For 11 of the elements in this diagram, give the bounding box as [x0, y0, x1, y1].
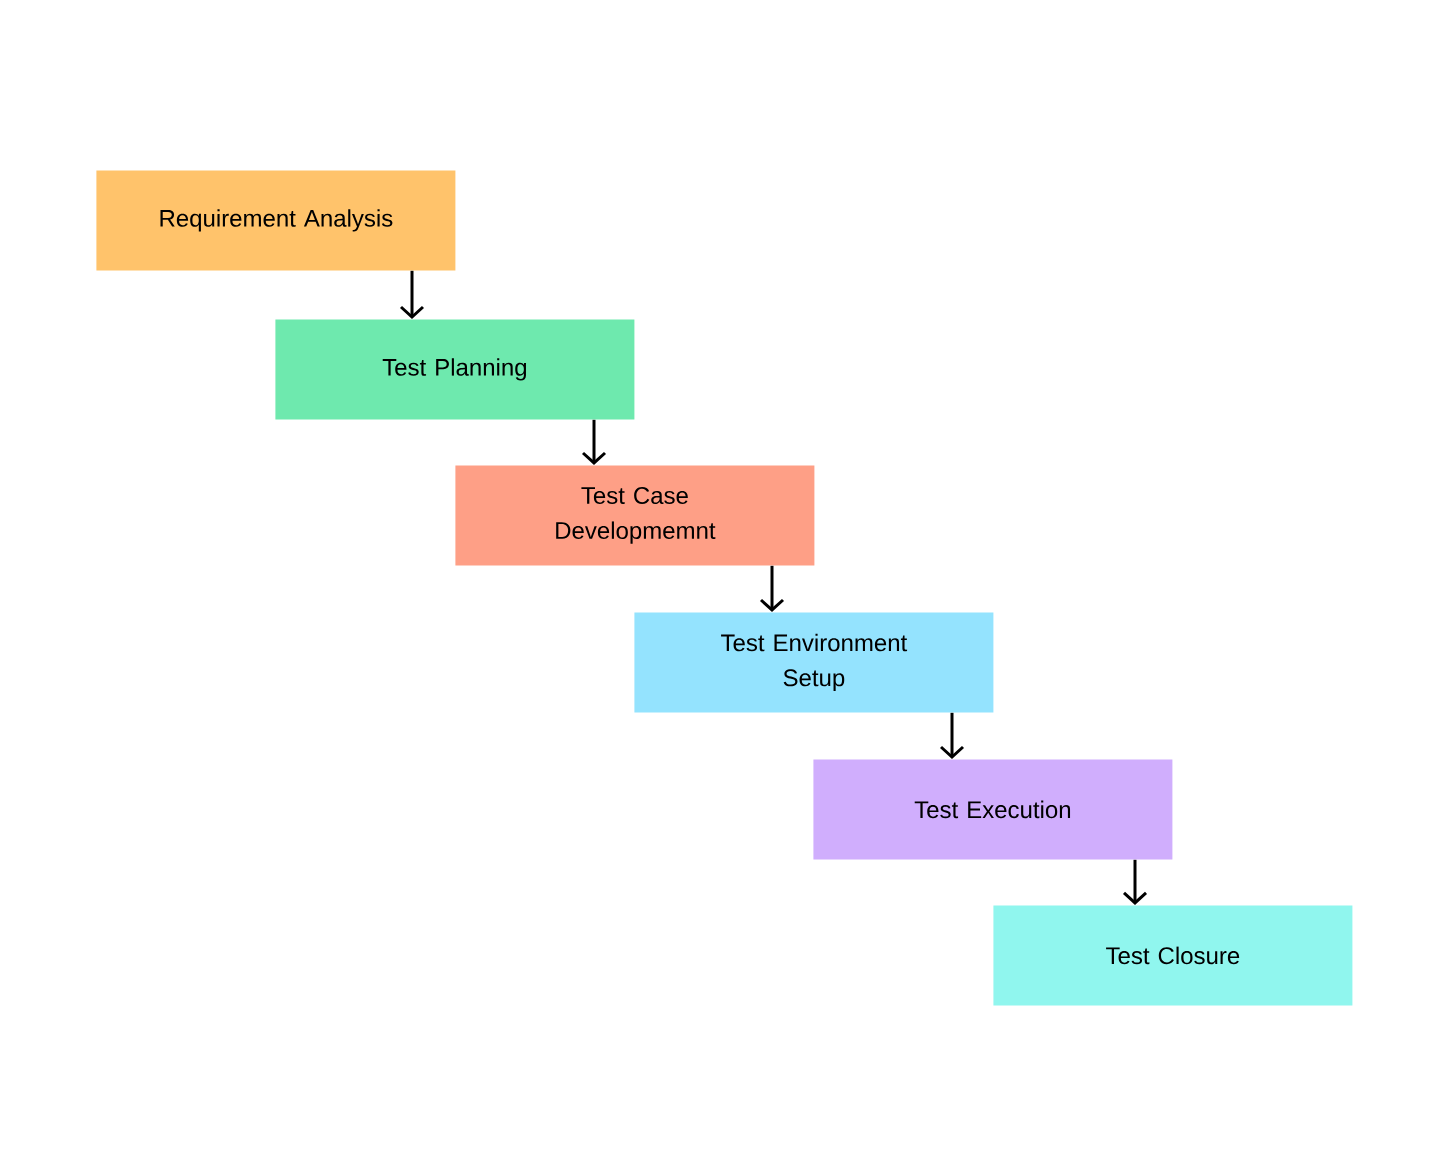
process-box: Test Planning	[275, 319, 635, 420]
arrow	[940, 712, 964, 759]
arrow	[582, 419, 606, 465]
process-box: Test Case Developmemnt	[455, 465, 815, 566]
arrow	[1123, 859, 1147, 905]
arrow	[400, 270, 424, 319]
process-box: Test Environment Setup	[634, 612, 994, 713]
process-box: Requirement Analysis	[96, 170, 456, 271]
arrow	[760, 565, 784, 612]
process-box: Test Execution	[813, 759, 1173, 860]
process-box: Test Closure	[993, 905, 1353, 1006]
